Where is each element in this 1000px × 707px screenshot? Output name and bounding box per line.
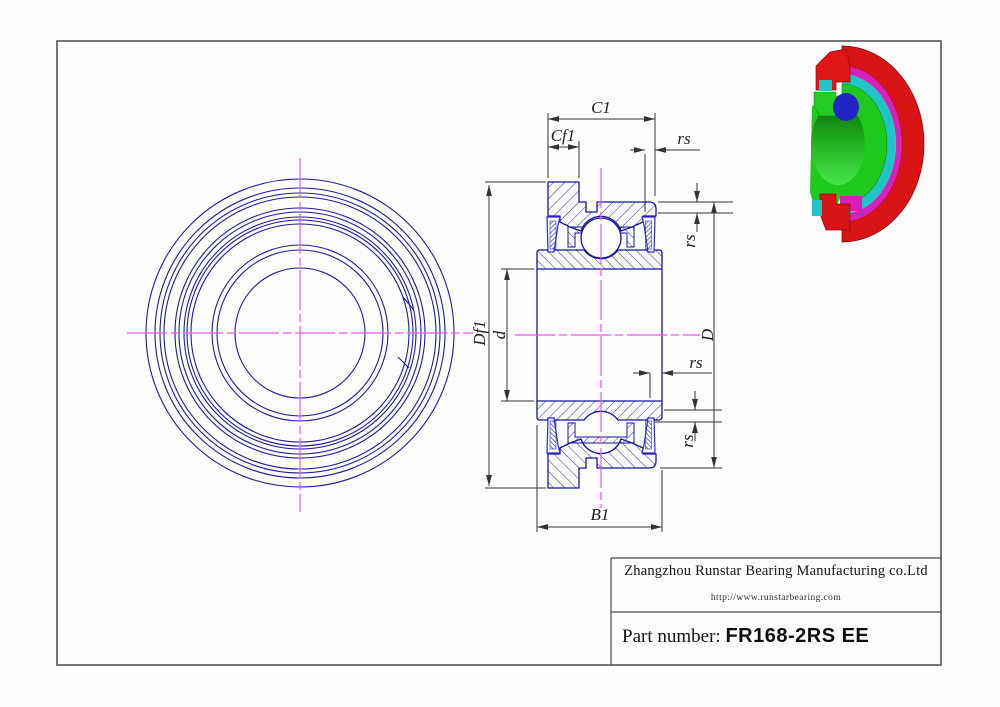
dim-label-rs-right-upper: rs <box>680 234 699 248</box>
part-number-row: Part number: FR168-2RS EE <box>622 625 932 648</box>
section-view <box>515 168 700 508</box>
dim-label-cf1: Cf1 <box>551 126 576 145</box>
dim-label-rs-top: rs <box>677 129 691 148</box>
dimensions <box>485 113 733 532</box>
dim-label-df1: Df1 <box>470 320 489 347</box>
dim-label-rs-right-lower: rs <box>678 434 697 448</box>
dimension-labels: C1 Cf1 rs rs D rs rs B1 Df1 d <box>470 98 717 524</box>
front-view-centerlines <box>127 158 473 512</box>
seal-right-insert <box>645 220 652 250</box>
render-flange-cut-top <box>815 48 851 91</box>
render-seal-cut-bottom2 <box>812 200 822 216</box>
dim-label-rs-right-mid: rs <box>689 353 703 372</box>
render-seal <box>842 74 896 214</box>
part-number-label: Part number: <box>622 626 721 647</box>
render-bore <box>811 103 865 185</box>
dim-label-b1: B1 <box>591 505 610 524</box>
dim-label-c1: C1 <box>591 98 611 117</box>
seal-notch-upper <box>402 296 414 310</box>
seal-left-insert <box>549 220 557 250</box>
sheet-border <box>56 40 942 666</box>
dim-label-D: D <box>698 328 717 342</box>
seal-notch-lower <box>397 356 410 369</box>
company-website: http://www.runstarbearing.com <box>710 593 842 603</box>
company-name: Zhangzhou Runstar Bearing Manufacturing … <box>624 563 928 579</box>
section-centerlines <box>515 168 700 508</box>
part-number-value: FR168-2RS EE <box>725 625 870 647</box>
title-block-frame <box>610 557 941 665</box>
render-3d <box>810 45 925 243</box>
render-seal-cut-top <box>819 80 832 91</box>
dim-label-d: d <box>490 330 509 339</box>
render-inner-cut-top <box>813 91 837 117</box>
render-flange-cut-bottom <box>819 193 851 231</box>
render-seal-edge <box>842 66 902 222</box>
render-ball <box>833 93 859 121</box>
